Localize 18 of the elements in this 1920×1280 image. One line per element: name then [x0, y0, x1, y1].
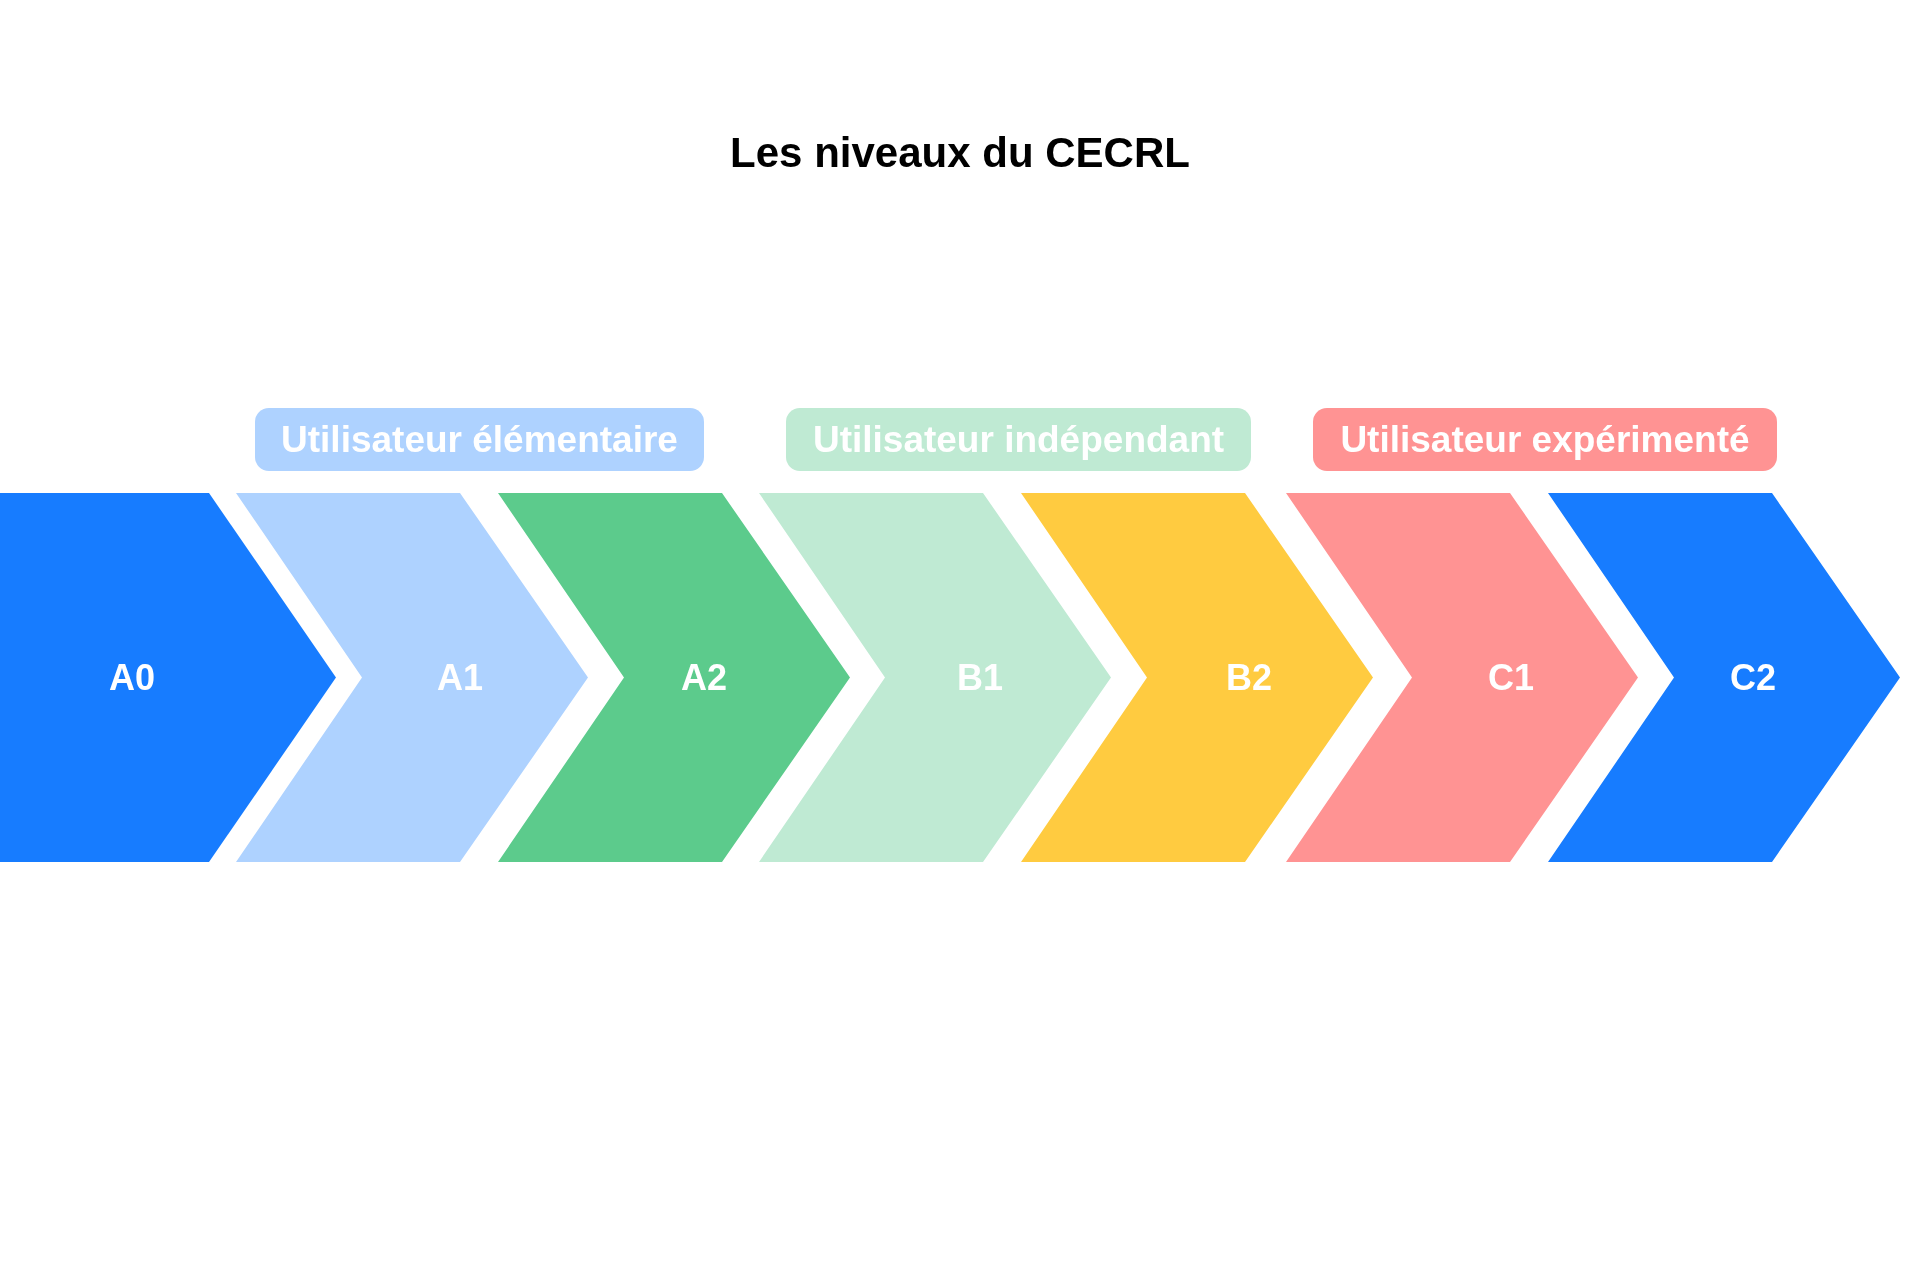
level-step [498, 493, 850, 862]
level-step [759, 493, 1111, 862]
level-label: A0 [109, 656, 155, 699]
level-label: B1 [957, 656, 1003, 699]
level-step [0, 493, 336, 862]
level-step [1286, 493, 1638, 862]
level-step [236, 493, 588, 862]
category-tag: Utilisateur élémentaire [255, 408, 704, 471]
level-label: C2 [1730, 656, 1776, 699]
level-label: B2 [1226, 656, 1272, 699]
category-tag: Utilisateur expérimenté [1313, 408, 1777, 471]
level-label: C1 [1488, 656, 1534, 699]
level-step [1021, 493, 1373, 862]
level-label: A1 [437, 656, 483, 699]
level-label: A2 [681, 656, 727, 699]
category-tag: Utilisateur indépendant [786, 408, 1251, 471]
diagram-title: Les niveaux du CECRL [730, 128, 1190, 178]
level-step [1548, 493, 1900, 862]
